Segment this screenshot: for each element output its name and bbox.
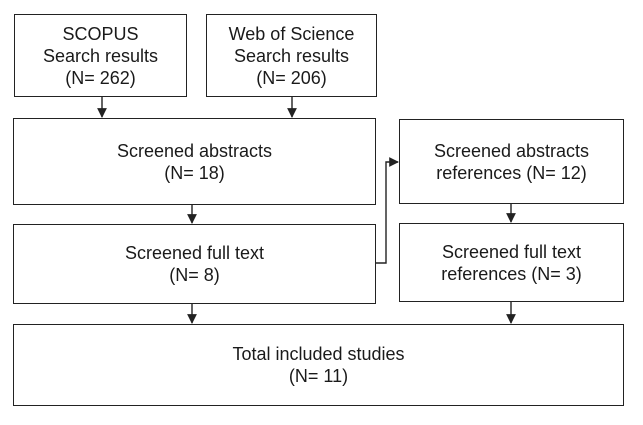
screened-full-text-line-1: Screened full text: [124, 243, 265, 263]
scopus-line-2: Search results: [42, 45, 159, 66]
scopus-line-1: SCOPUS: [62, 23, 139, 44]
screened-full-text-line-2: (N= 8): [169, 265, 220, 285]
total-included-studies-box: Total included studies (N= 11): [13, 324, 624, 406]
screened-full-text-refs-line-2: references (N= 3): [441, 263, 582, 284]
total-included-line-1: Total included studies: [232, 344, 405, 364]
screened-abstracts-line-1: Screened abstracts: [116, 140, 273, 161]
screened-full-text-refs-line-1: Screened full text: [441, 241, 582, 262]
wos-line-3: (N= 206): [256, 67, 327, 88]
screened-full-text-references-box: Screened full text references (N= 3): [399, 223, 624, 302]
web-of-science-search-results-box: Web of Science Search results (N= 206): [206, 14, 377, 97]
screened-full-text-box: Screened full text (N= 8): [13, 224, 376, 304]
scopus-search-results-box: SCOPUS Search results (N= 262): [14, 14, 187, 97]
scopus-line-3: (N= 262): [65, 67, 136, 88]
wos-line-1: Web of Science: [228, 23, 355, 44]
screened-abstracts-line-2: (N= 18): [164, 162, 225, 183]
screened-abstracts-refs-line-1: Screened abstracts: [433, 140, 590, 161]
total-included-line-2: (N= 11): [288, 366, 349, 386]
wos-line-2: Search results: [233, 45, 350, 66]
screened-abstracts-refs-line-2: references (N= 12): [436, 162, 587, 183]
screened-abstracts-references-box: Screened abstracts references (N= 12): [399, 119, 624, 204]
arrow-full-text-to-abstracts-references: [376, 157, 399, 264]
screened-abstracts-box: Screened abstracts (N= 18): [13, 118, 376, 205]
